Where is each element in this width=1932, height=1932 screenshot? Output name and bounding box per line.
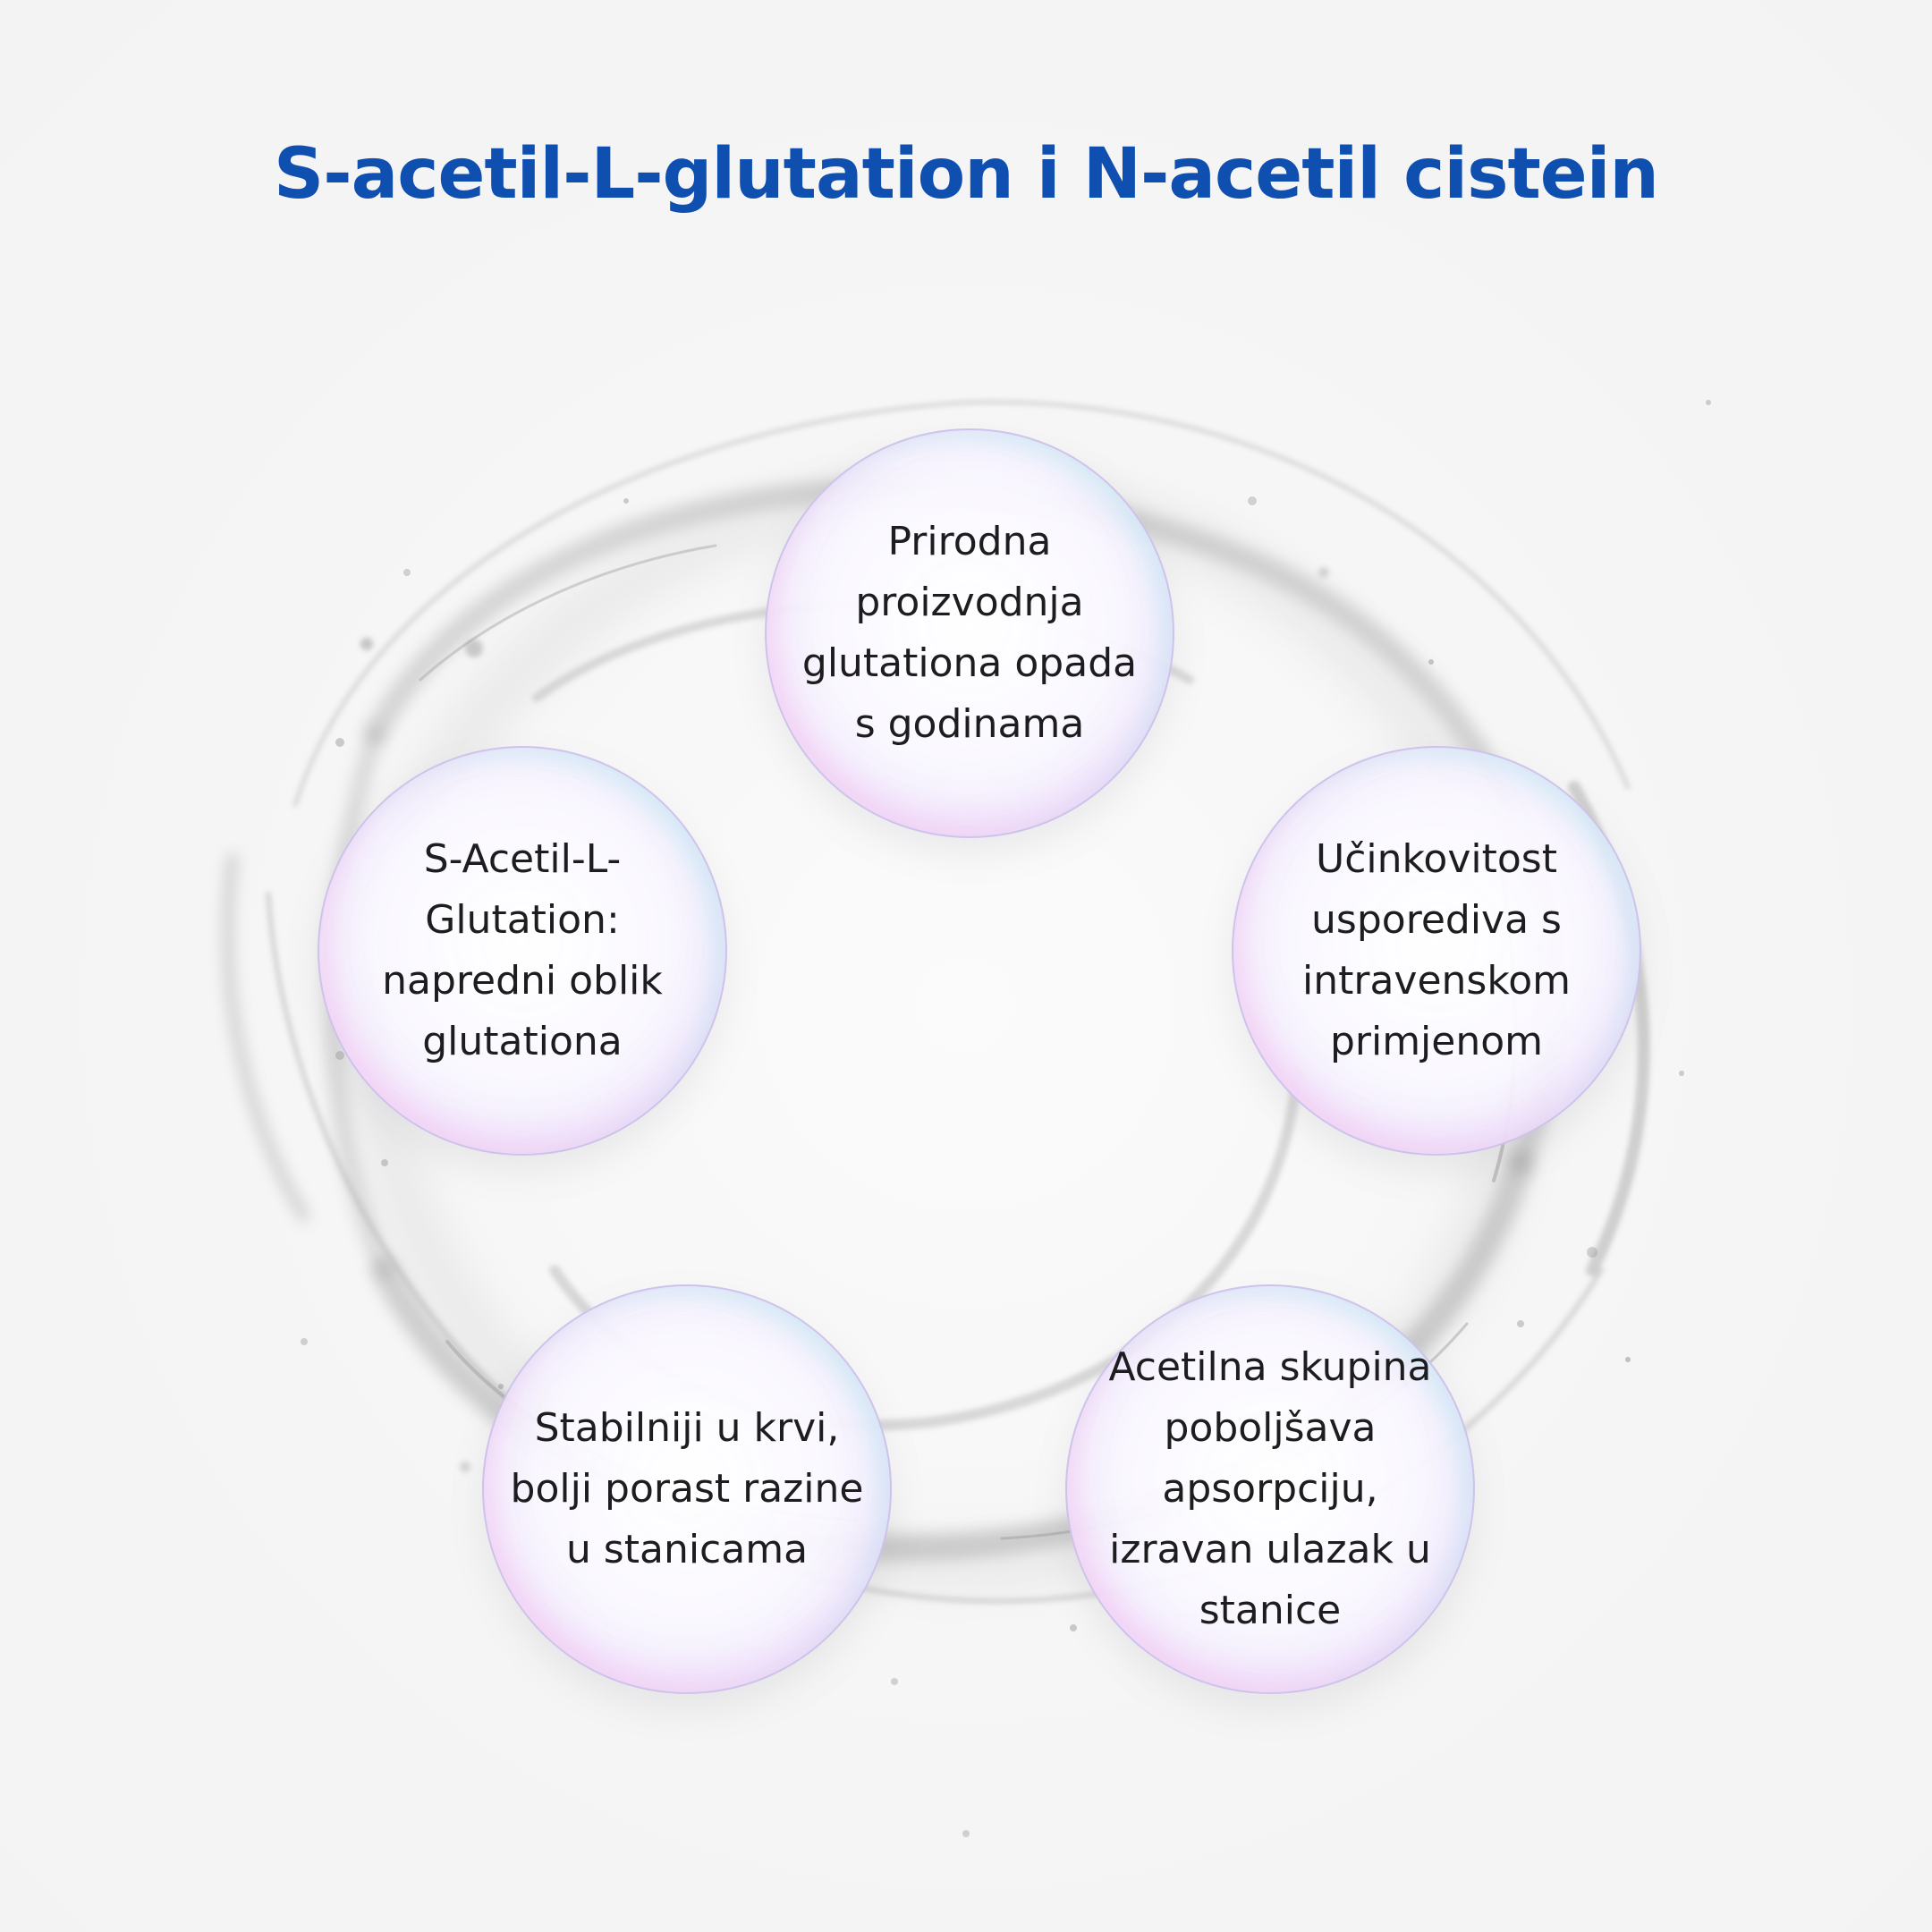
bubble-text: Stabilniji u krvi, bolji porast razine u… [510, 1405, 864, 1572]
bubble-advanced-form: S-Acetil-L- Glutation: napredni oblik gl… [318, 746, 727, 1156]
bubble-efficacy: Učinkovitost usporediva s intravenskom p… [1232, 746, 1641, 1156]
bubble-text: Acetilna skupina poboljšava apsorpciju, … [1108, 1344, 1432, 1633]
bubble-natural-production: Prirodna proizvodnja glutationa opada s … [765, 428, 1174, 838]
bubble-stability: Stabilniji u krvi, bolji porast razine u… [482, 1284, 892, 1694]
bubble-text: Učinkovitost usporediva s intravenskom p… [1301, 836, 1572, 1064]
page-title: S-acetil-L-glutation i N-acetil cistein [274, 134, 1659, 215]
bubble-text: S-Acetil-L- Glutation: napredni oblik gl… [382, 836, 663, 1064]
bubble-text: Prirodna proizvodnja glutationa opada s … [801, 519, 1138, 747]
bubble-acetyl-group: Acetilna skupina poboljšava apsorpciju, … [1065, 1284, 1475, 1694]
